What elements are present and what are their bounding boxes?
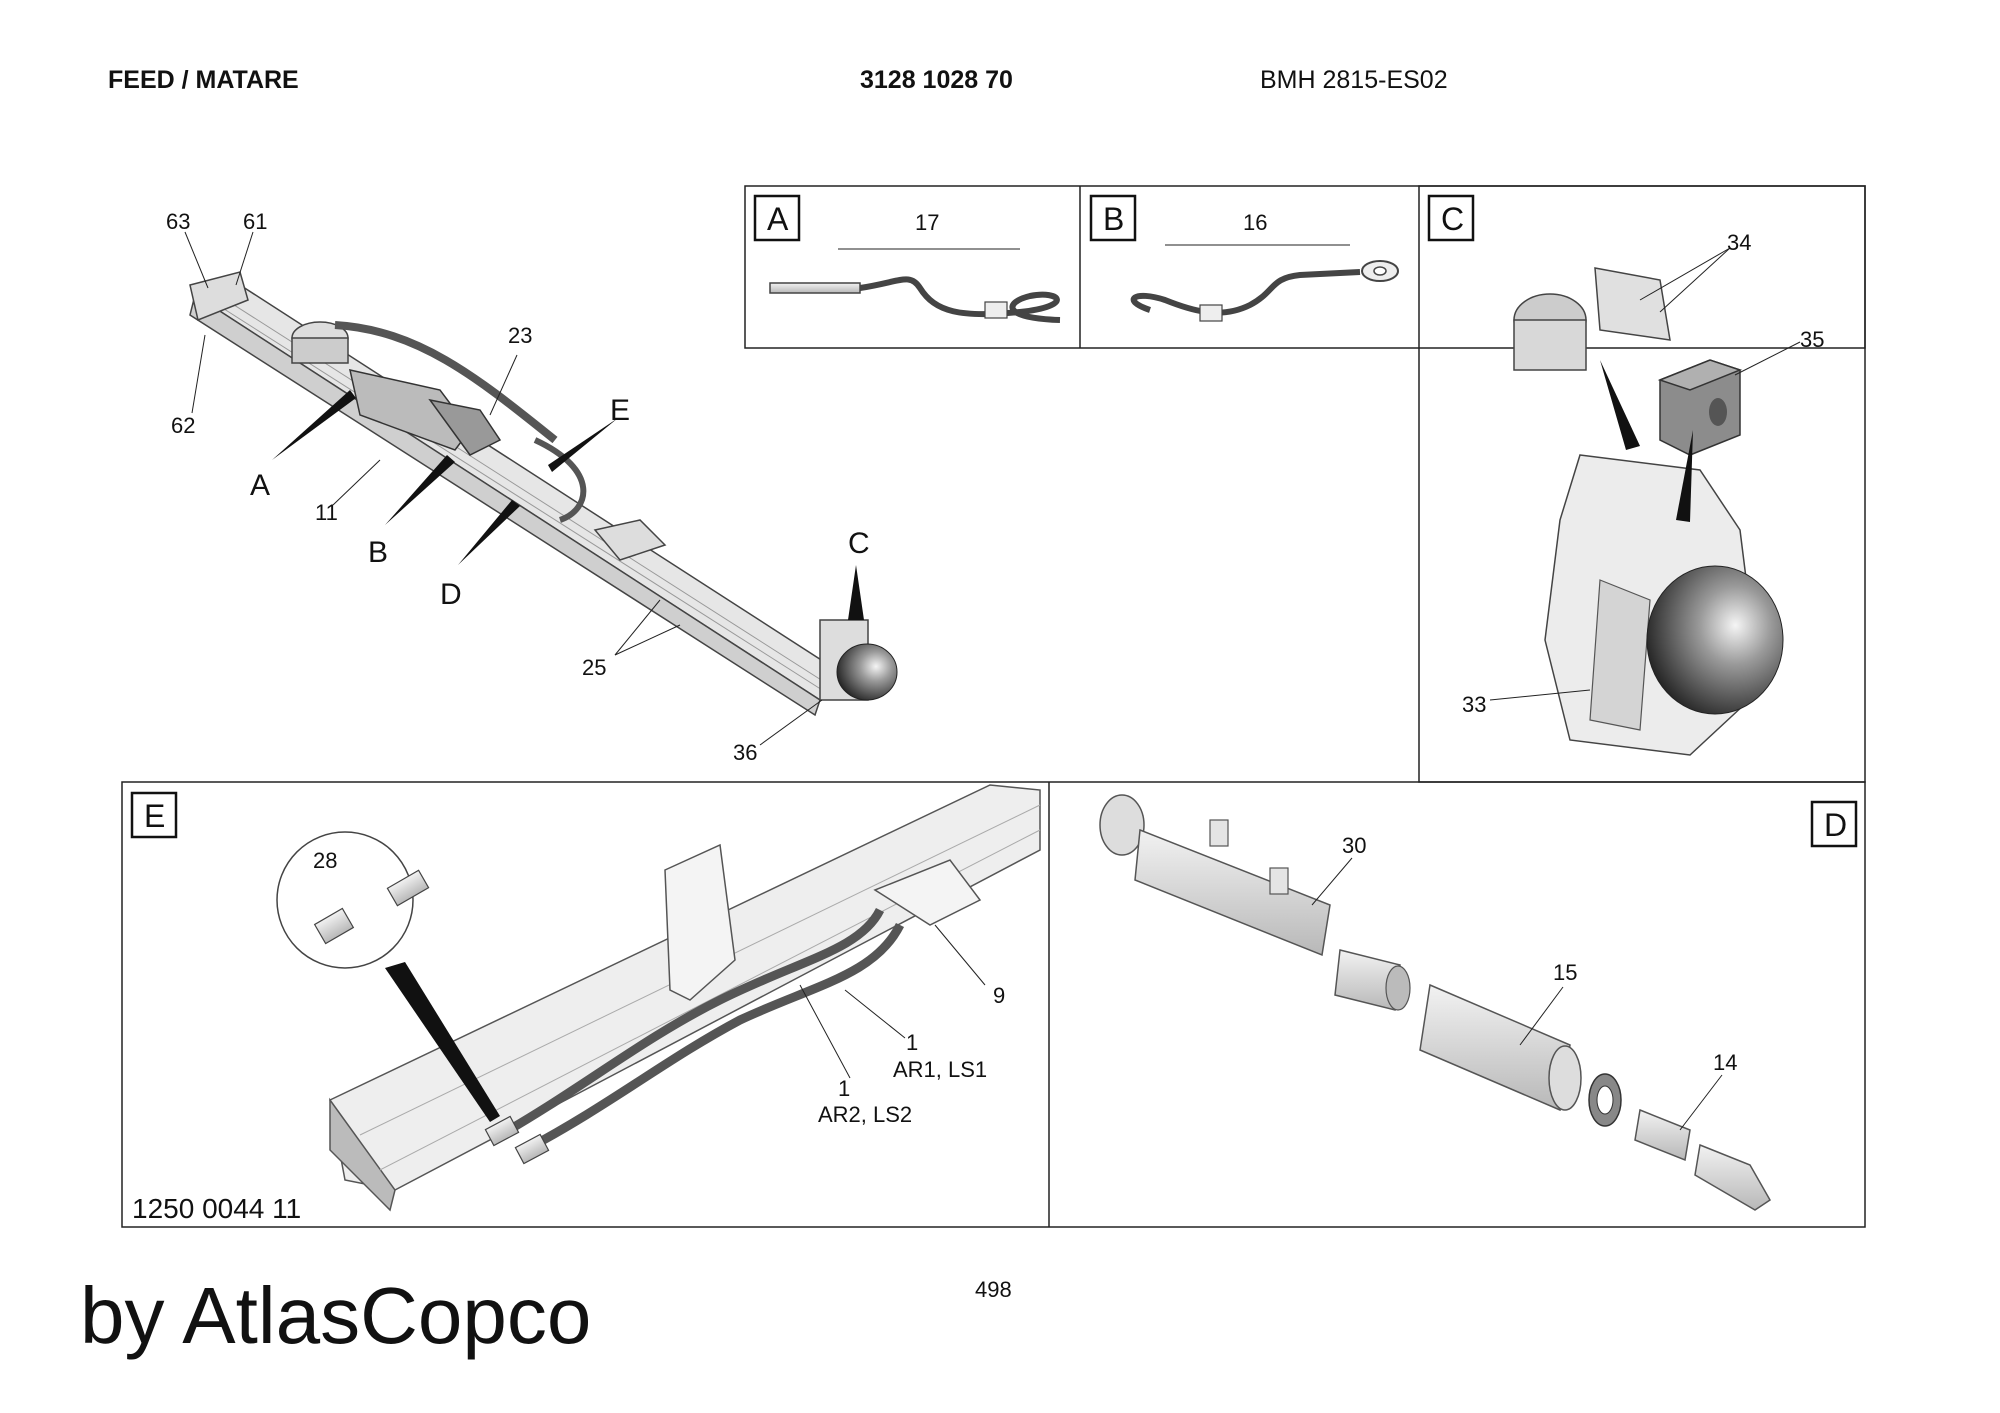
callout-23: 23 [508,323,532,348]
pointer-letter-b: B [368,536,388,569]
detail-c: C 34 35 33 [1427,194,1824,756]
callout-30: 30 [1342,833,1366,858]
pointer-letter-a: A [250,469,270,502]
pointer-letter-e: E [610,394,630,427]
callout-ar1-ls1: AR1, LS1 [893,1057,987,1082]
callout-33: 33 [1462,692,1486,717]
main-feed-view: 63 61 62 23 11 25 36 A B C D E [166,209,898,765]
detail-e-label: E [144,798,165,834]
callout-15: 15 [1553,960,1577,985]
callout-36: 36 [733,740,757,765]
detail-e: E 28 9 1 AR1, LS1 1 AR2, LS2 1250 0044 1… [130,784,1041,1224]
callout-1-upper: 1 [906,1030,918,1055]
callout-62: 62 [171,413,195,438]
callout-25: 25 [582,655,606,680]
callout-34: 34 [1727,230,1751,255]
detail-b: B 16 [1089,194,1399,322]
detail-d-label: D [1824,807,1847,843]
callout-28: 28 [313,848,337,873]
callout-14: 14 [1713,1050,1737,1075]
callout-17: 17 [915,210,939,235]
callout-61: 61 [243,209,267,234]
callout-1-lower: 1 [838,1076,850,1101]
pointer-letter-d: D [440,578,462,611]
header-model: BMH 2815-ES02 [1260,66,1448,94]
detail-a: A 17 [753,194,1061,323]
callout-ar2-ls2: AR2, LS2 [818,1102,912,1127]
header-part-number: 3128 1028 70 [860,66,1013,94]
detail-a-label: A [767,201,789,237]
detail-c-label: C [1441,201,1464,237]
callout-63: 63 [166,209,190,234]
header-title: FEED / MATARE [108,66,299,94]
callout-11: 11 [315,500,338,525]
detail-d: D 30 15 14 [1099,794,1858,1211]
reference-number: 1250 0044 11 [132,1193,301,1224]
callout-9: 9 [993,983,1005,1008]
page-number: 498 [975,1277,1012,1302]
callout-16: 16 [1243,210,1267,235]
callout-35: 35 [1800,327,1824,352]
brand-watermark: by AtlasCopco [80,1271,592,1360]
detail-b-label: B [1103,201,1124,237]
pointer-letter-c: C [848,527,870,560]
